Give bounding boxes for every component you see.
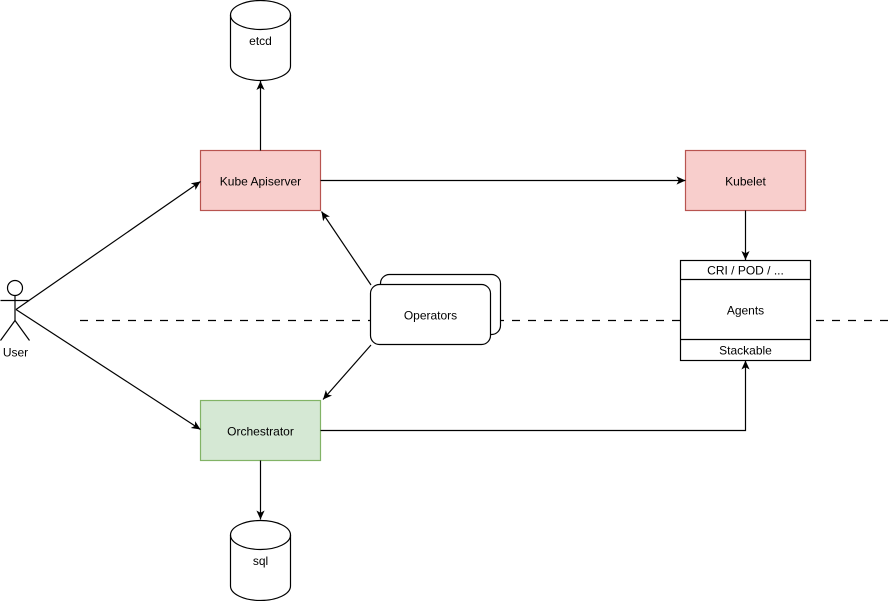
svg-text:Orchestrator: Orchestrator: [227, 425, 294, 439]
svg-text:etcd: etcd: [249, 34, 272, 48]
svg-text:Kubelet: Kubelet: [725, 175, 766, 189]
svg-text:Kube Apiserver: Kube Apiserver: [220, 175, 301, 189]
svg-text:User: User: [3, 346, 28, 360]
svg-text:CRI / POD / ...: CRI / POD / ...: [707, 264, 784, 278]
svg-text:Agents: Agents: [727, 304, 764, 318]
svg-text:sql: sql: [253, 554, 268, 568]
svg-text:Operators: Operators: [404, 309, 457, 323]
svg-text:Stackable: Stackable: [719, 344, 772, 358]
